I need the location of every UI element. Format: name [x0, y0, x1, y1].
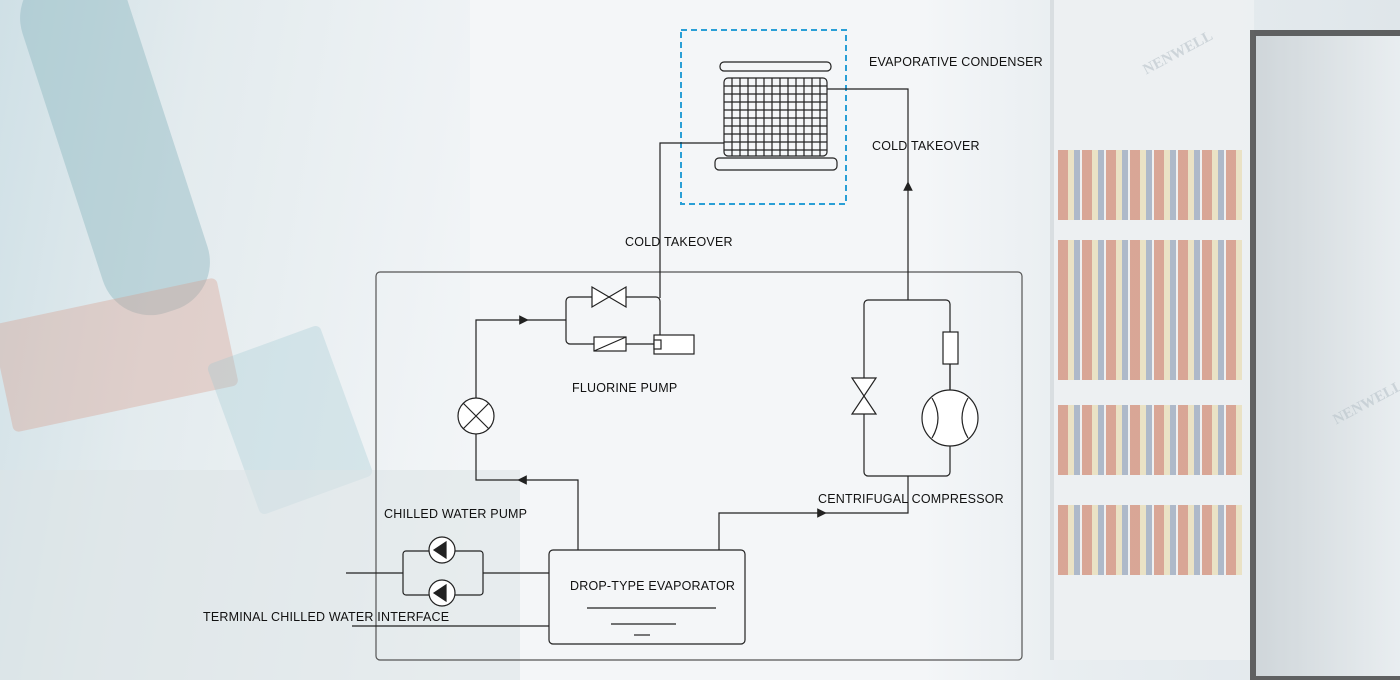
label-centrifugal-compressor: CENTRIFUGAL COMPRESSOR [818, 492, 1004, 506]
fridge-shelf [1058, 405, 1242, 475]
fridge-shelf [1058, 505, 1242, 575]
label-chilled-water-pump: CHILLED WATER PUMP [384, 507, 528, 521]
system-frame [375, 271, 1023, 661]
label-cold-takeover-right: COLD TAKEOVER [872, 139, 980, 153]
label-terminal-interface: TERMINAL CHILLED WATER INTERFACE [203, 610, 450, 624]
fridge-shelf [1058, 240, 1242, 310]
centrifugal-compressor-icon [850, 299, 979, 477]
label-evaporative-condenser: EVAPORATIVE CONDENSER [869, 55, 1043, 69]
cold-takeover-line-left [659, 142, 724, 298]
condenser-dashed-box [680, 29, 847, 205]
fluorine-supply-line [475, 319, 566, 398]
label-drop-type-evaporator: DROP-TYPE EVAPORATOR [570, 579, 736, 593]
fluorine-pump-loop [565, 285, 695, 355]
fridge-shelf [1058, 150, 1242, 220]
chilled-water-pump-icon [402, 536, 484, 607]
background-freezer [0, 470, 520, 680]
label-fluorine-pump: FLUORINE PUMP [572, 381, 678, 395]
expansion-valve-icon [457, 397, 495, 435]
drop-type-evaporator-icon [548, 549, 746, 645]
evaporative-condenser-icon [714, 61, 838, 171]
compressor-suction-line [718, 476, 909, 550]
background-fridge-door [1250, 30, 1400, 680]
label-cold-takeover-left: COLD TAKEOVER [625, 235, 733, 249]
fridge-shelf [1058, 310, 1242, 380]
evaporator-return-line [475, 434, 579, 550]
cold-takeover-line-right [827, 88, 909, 300]
